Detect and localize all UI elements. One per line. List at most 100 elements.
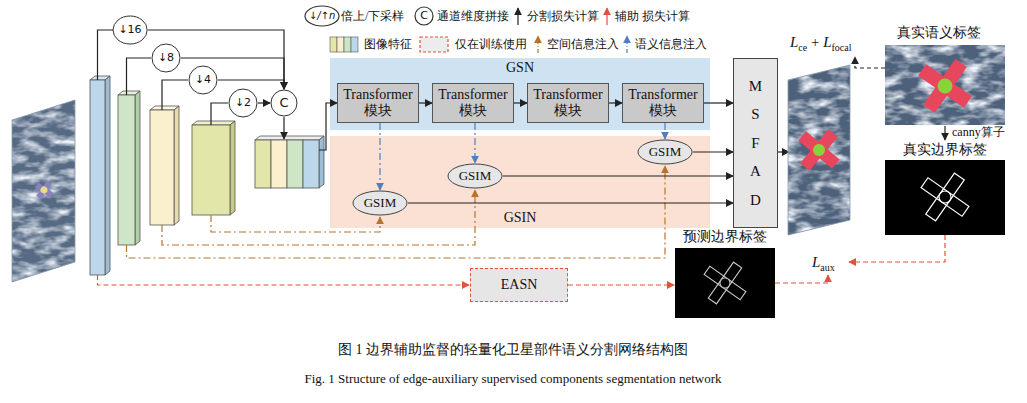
ground-truth-edge-image — [939, 191, 951, 203]
input-image — [39, 185, 49, 195]
node-text: Transformer 模块 — [626, 87, 700, 119]
connector — [609, 102, 622, 103]
skip-line — [211, 103, 228, 125]
legend-sample — [330, 37, 337, 52]
node-text: GSN — [506, 60, 534, 76]
legend-sample — [305, 6, 627, 53]
node-text: EASN — [501, 277, 538, 293]
ellipse-outline — [113, 16, 147, 44]
formula-symbol: L — [812, 254, 820, 270]
ellipse-outline — [189, 66, 217, 94]
concat-feature — [287, 140, 303, 188]
output-image — [813, 144, 825, 156]
legend-sample — [420, 37, 448, 52]
node-text: GSIM — [649, 145, 682, 160]
spatial-injection-line — [127, 166, 666, 258]
concat-feature — [255, 140, 271, 188]
concat-feature — [255, 136, 324, 140]
node-text: ↓16 — [118, 24, 141, 37]
feature-bar — [230, 121, 235, 215]
output-image — [788, 65, 850, 235]
connector — [379, 123, 380, 190]
output-image — [800, 129, 837, 170]
legend-text: 倍上/下采样 — [341, 9, 404, 23]
formula-symbol: + — [807, 35, 823, 50]
input-image — [36, 181, 51, 199]
ground-truth-edge-image — [885, 160, 1005, 235]
image-label: 预测边界标签 — [683, 229, 767, 245]
gsim-ellipse: GSIM — [352, 190, 408, 216]
ground-truth-image — [885, 45, 1005, 125]
node-text: Transformer 模块 — [436, 87, 510, 119]
feature-bar — [105, 76, 110, 275]
formula-symbol: L — [823, 34, 831, 50]
legend-symbol: ↓/↑n — [309, 10, 335, 22]
skip-line — [778, 151, 789, 152]
predicted-edge-image — [675, 248, 775, 318]
transformer-box: Transformer 模块 — [527, 83, 609, 123]
ellipse-outline — [448, 164, 502, 188]
feature-bar — [135, 91, 140, 245]
predicted-edge-image — [708, 262, 741, 304]
connector — [514, 102, 527, 103]
output-image — [788, 65, 850, 235]
input-image — [31, 177, 56, 202]
legend-item: 语义信息注入 — [635, 36, 707, 52]
legend-text: 仅在训练使用 — [455, 37, 527, 51]
connector — [218, 80, 284, 89]
legend-sample — [606, 8, 607, 25]
connector — [693, 151, 733, 152]
input-image — [12, 100, 75, 282]
ground-truth-image — [923, 59, 967, 113]
ellipse-outline — [229, 89, 257, 117]
legend-sample — [351, 37, 358, 52]
ellipse-outline — [152, 44, 180, 72]
legend-text: 语义信息注入 — [635, 37, 707, 51]
gsim-ellipse: GSIM — [447, 163, 503, 189]
legend-item: 空间信息注入 — [547, 36, 619, 52]
ellipse-outline — [353, 191, 407, 215]
ground-truth-edge-image — [885, 160, 1005, 235]
skip-line — [162, 80, 188, 110]
downsample-circle: ↓8 — [151, 43, 181, 73]
feature-bar — [192, 121, 235, 125]
skip-line — [98, 30, 116, 80]
concat-feature — [271, 140, 287, 188]
node-text: ↓8 — [158, 52, 174, 65]
output-image — [788, 65, 850, 235]
connector — [704, 102, 733, 103]
concat-feature — [303, 140, 319, 188]
output-image — [788, 65, 850, 235]
downsample-circle: ↓2 — [228, 88, 258, 118]
feature-bar — [192, 125, 230, 215]
input-image — [12, 100, 75, 282]
legend-text: 空间信息注入 — [547, 37, 619, 51]
skip-line — [944, 126, 945, 140]
spatial-injection-line — [127, 166, 666, 258]
legend-sample — [305, 6, 339, 26]
auxiliary-loss-line — [849, 235, 945, 262]
msfad-box: MSFAD — [733, 58, 778, 228]
legend-sample — [517, 8, 518, 25]
legend-text: 分割损失计算 — [527, 9, 599, 23]
connector — [419, 102, 432, 103]
node-text: GSIM — [364, 196, 397, 211]
legend-item: 图像特征 — [364, 36, 412, 52]
node-text: GSIN — [504, 210, 537, 226]
ground-truth-image — [885, 45, 1005, 125]
skip-line — [855, 57, 885, 68]
downsample-circle: ↓4 — [188, 65, 218, 95]
skip-line — [283, 117, 284, 139]
legend-symbol: C — [420, 10, 428, 23]
input-image — [12, 100, 75, 282]
image-label: 真实边界标签 — [903, 142, 987, 158]
operator-label: canny算子 — [952, 126, 1005, 140]
input-image — [12, 100, 75, 282]
output-image — [798, 129, 839, 170]
concat-feature — [319, 136, 324, 188]
auxiliary-loss-line — [568, 284, 674, 285]
feature-bar — [118, 95, 135, 245]
formula-subscript: ce — [798, 42, 807, 53]
node-text: Transformer 模块 — [341, 87, 415, 119]
